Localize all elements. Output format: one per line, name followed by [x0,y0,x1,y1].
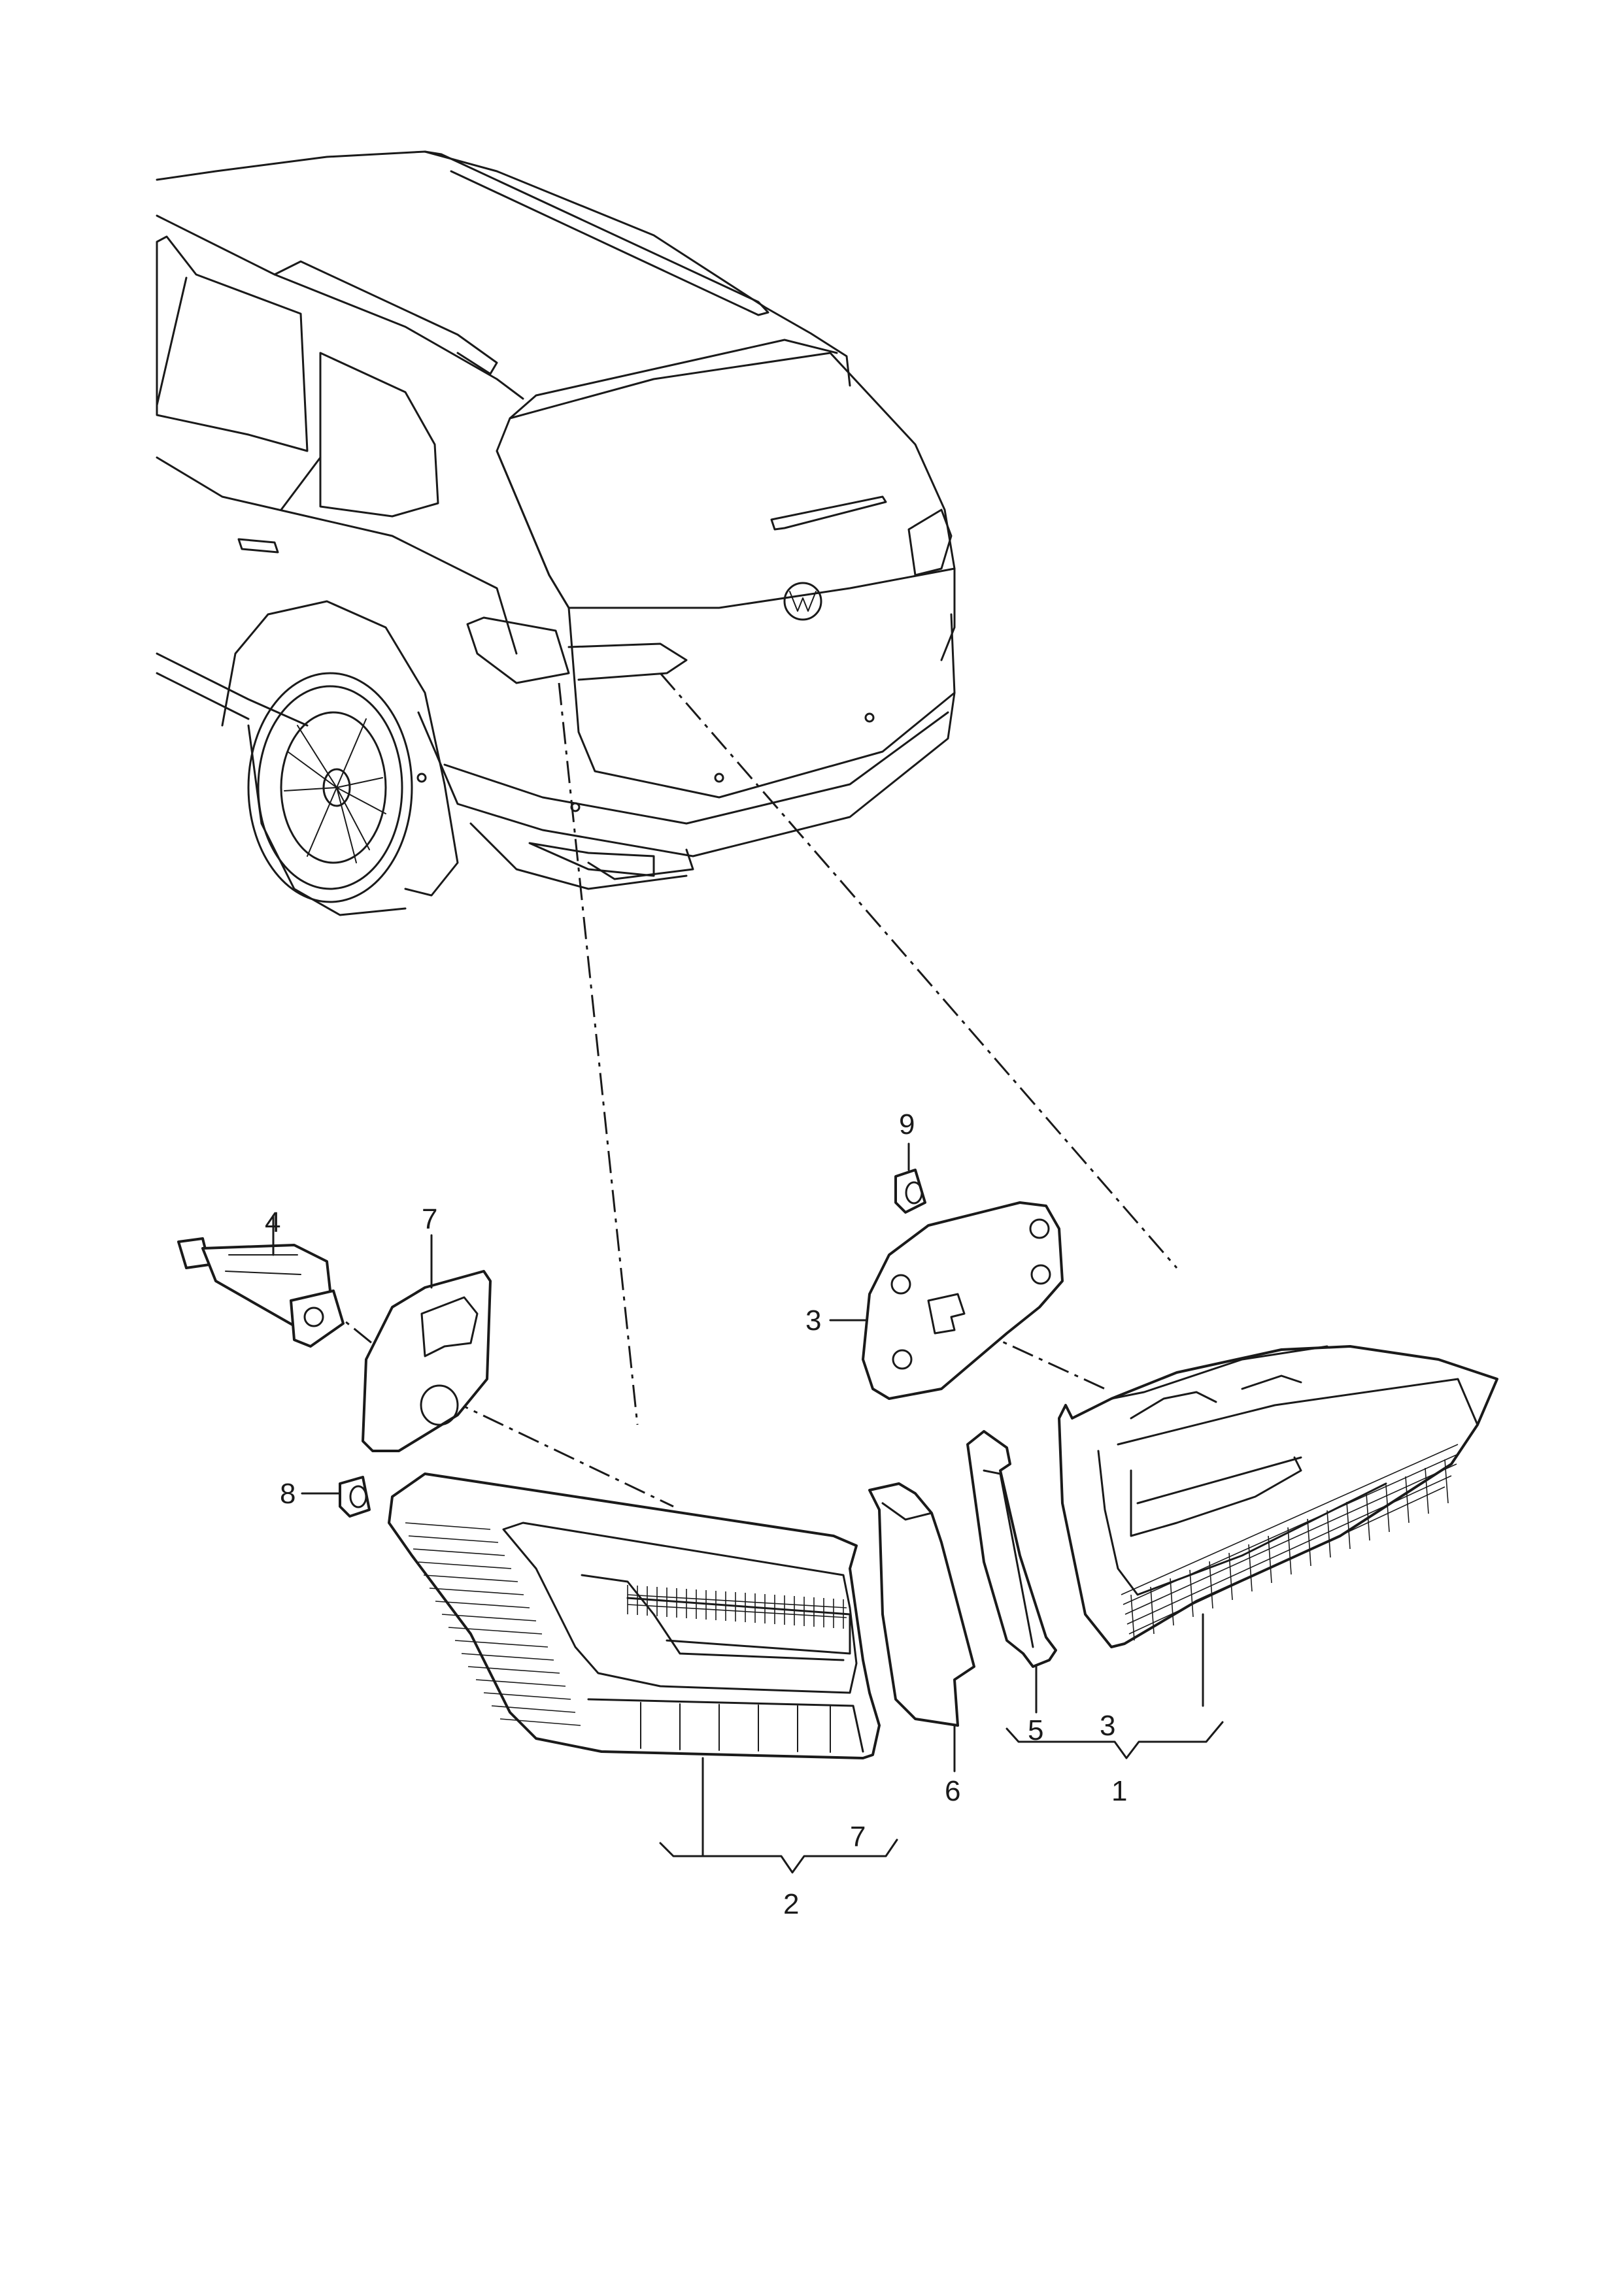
part-2-outer-tail-light [388,1472,881,1857]
part-8-clip [301,1476,371,1518]
vehicle-illustration [156,150,956,916]
callout-9: 9 [899,1108,915,1140]
part-5-seal-strip [966,1430,1057,1714]
part-9-clip [894,1142,926,1214]
part-7-gasket [362,1234,492,1452]
bracket-part-2 [659,1838,898,1874]
callout-3-bracket: 3 [1100,1710,1115,1742]
part-1-inner-tail-light [1058,1345,1498,1707]
part-3-gasket [829,1201,1064,1400]
callout-8: 8 [280,1478,296,1510]
callout-3-part: 3 [805,1305,821,1337]
part-6-trim-strip [868,1482,975,1772]
callout-4: 4 [265,1206,280,1239]
callout-2: 2 [783,1888,799,1920]
callout-5: 5 [1028,1714,1043,1746]
bracket-part-1 [1005,1721,1224,1759]
callout-1: 1 [1111,1775,1127,1807]
part-4-bulb-socket [177,1214,345,1348]
callout-7-bracket: 7 [850,1821,866,1853]
callout-6: 6 [945,1775,960,1807]
callout-7-part: 7 [422,1203,437,1235]
